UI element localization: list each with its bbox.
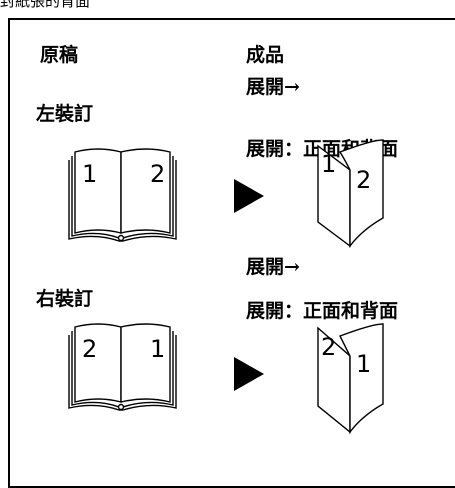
left-fold-page-a: 1 bbox=[321, 150, 336, 178]
right-fold-page-b: 1 bbox=[356, 350, 371, 378]
right-book-page-a: 2 bbox=[82, 335, 97, 363]
left-binding-label: 左裝訂 bbox=[36, 103, 94, 125]
right-open-book: 2 1 bbox=[68, 323, 177, 411]
top-caption: 封紙張的背面 bbox=[0, 0, 91, 10]
left-fold-page-b: 2 bbox=[356, 166, 371, 194]
right-book-page-b: 1 bbox=[150, 335, 165, 363]
right-triangle-arrow-icon bbox=[234, 179, 264, 213]
right-binding-label: 右裝訂 bbox=[36, 288, 94, 310]
right-folded-sheet: 2 1 bbox=[317, 323, 384, 435]
right-result-label: 展開：正面和背面 bbox=[246, 300, 399, 322]
binding-diagram: 1 2 1 2 2 1 2 1 bbox=[68, 139, 384, 435]
result-column-label: 成品 bbox=[246, 44, 285, 66]
left-open-book: 1 2 bbox=[68, 148, 177, 242]
right-fold-page-a: 2 bbox=[321, 333, 336, 361]
original-column-label: 原稿 bbox=[40, 44, 79, 66]
right-open-label: 展開→ bbox=[246, 256, 300, 278]
left-book-page-b: 2 bbox=[150, 160, 165, 188]
left-book-page-a: 1 bbox=[82, 160, 97, 188]
left-folded-sheet: 1 2 bbox=[317, 139, 384, 249]
right-triangle-arrow-icon bbox=[234, 357, 264, 391]
left-open-label: 展開→ bbox=[246, 76, 300, 98]
